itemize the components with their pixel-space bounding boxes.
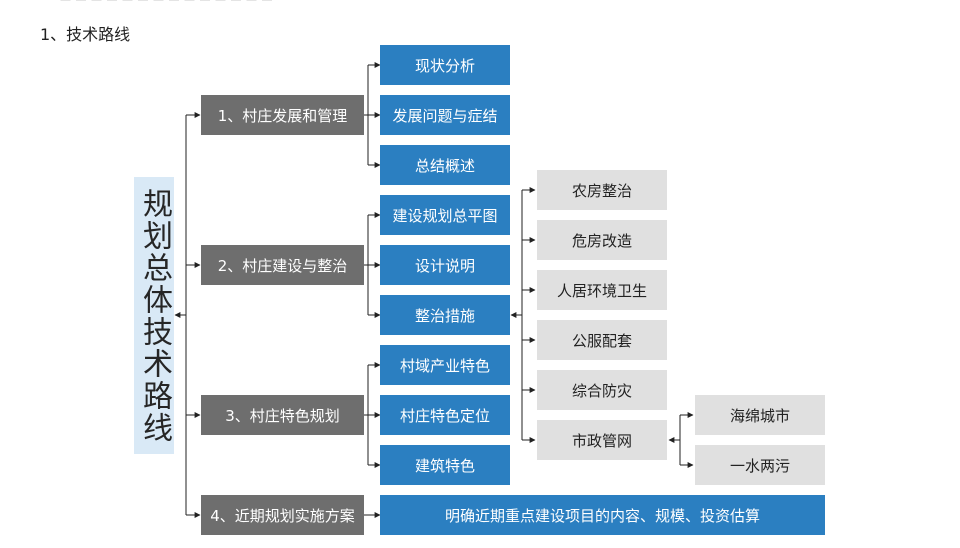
measure-node-1: 农房整治: [537, 170, 667, 210]
root-node: 规划总体技术路线: [134, 177, 174, 454]
group-node-2: 2、村庄建设与整治: [201, 245, 364, 285]
item-node-2-3: 整治措施: [380, 295, 510, 335]
item-node-1-2: 发展问题与症结: [380, 95, 510, 135]
item-node-4-1: 明确近期重点建设项目的内容、规模、投资估算: [380, 495, 825, 535]
faint-header-text: — — — — — — — — — — — — — —: [60, 0, 273, 6]
municipal-node-2: 一水两污: [695, 445, 825, 485]
group-node-3: 3、村庄特色规划: [201, 395, 364, 435]
item-node-3-2: 村庄特色定位: [380, 395, 510, 435]
item-node-1-1: 现状分析: [380, 45, 510, 85]
group-node-1: 1、村庄发展和管理: [201, 95, 364, 135]
item-node-2-2: 设计说明: [380, 245, 510, 285]
measure-node-3: 人居环境卫生: [537, 270, 667, 310]
measure-node-2: 危房改造: [537, 220, 667, 260]
measure-node-6: 市政管网: [537, 420, 667, 460]
item-node-3-3: 建筑特色: [380, 445, 510, 485]
item-node-2-1: 建设规划总平图: [380, 195, 510, 235]
measure-node-5: 综合防灾: [537, 370, 667, 410]
municipal-node-1: 海绵城市: [695, 395, 825, 435]
root-node-label: 规划总体技术路线: [137, 187, 172, 444]
item-node-3-1: 村域产业特色: [380, 345, 510, 385]
measure-node-4: 公服配套: [537, 320, 667, 360]
item-node-1-3: 总结概述: [380, 145, 510, 185]
group-node-4: 4、近期规划实施方案: [201, 495, 364, 535]
page-title: 1、技术路线: [40, 25, 131, 44]
